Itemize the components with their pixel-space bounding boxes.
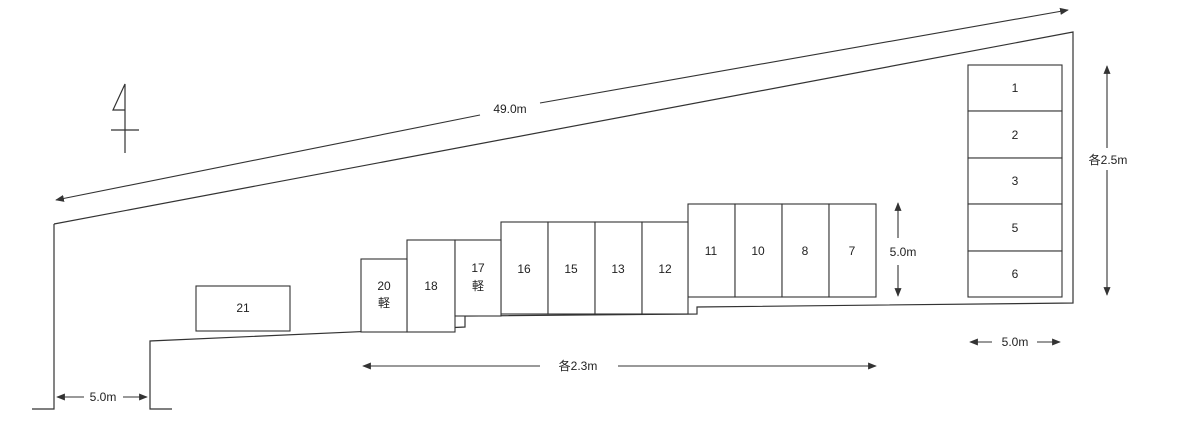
- space-width-dimension: 各2.3m: [362, 358, 877, 373]
- parking-space-3: [967, 157, 1063, 205]
- parking-space-17-kei-label: 軽: [472, 279, 484, 293]
- parking-space-6-label: 6: [1012, 267, 1019, 281]
- parking-space-10: [734, 203, 783, 298]
- lot-outline-left-edge: [32, 224, 55, 410]
- parking-space-6: [967, 250, 1063, 298]
- parking-space-21: [195, 285, 291, 332]
- parking-space-16: [500, 221, 549, 315]
- parking-space-11: [687, 203, 736, 298]
- parking-space-17-label: 17: [471, 261, 485, 275]
- parking-space-20-kei-label: 軽: [378, 296, 390, 310]
- diagonal-dimension: 49.0m: [55, 7, 1069, 202]
- parking-space-2-label: 2: [1012, 128, 1019, 142]
- parking-space-12-label: 12: [658, 262, 672, 276]
- parking-space-15-label: 15: [564, 262, 578, 276]
- parking-space-8: [781, 203, 830, 298]
- parking-space-5-label: 5: [1012, 221, 1019, 235]
- parking-space-16-label: 16: [517, 262, 531, 276]
- diagonal-dimension-label: 49.0m: [493, 102, 526, 116]
- bottom-parking-row: 11 10 8 7 16 15 13 12 18 17 軽 20 軽 21: [195, 203, 877, 333]
- north-arrow-icon: [111, 83, 139, 153]
- parking-space-15: [547, 221, 596, 315]
- entrance-dimension: 5.0m: [56, 390, 148, 404]
- parking-space-17: [454, 239, 502, 317]
- parking-space-13-label: 13: [611, 262, 625, 276]
- parking-space-5: [967, 203, 1063, 252]
- parking-space-18: [406, 239, 456, 333]
- parking-space-13: [594, 221, 643, 315]
- parking-space-7-label: 7: [849, 244, 856, 258]
- right-parking-column: 1 2 3 5 6: [967, 64, 1063, 298]
- parking-space-21-label: 21: [236, 301, 250, 315]
- space-depth-dimension: 5.0m: [890, 202, 917, 297]
- right-width-dimension: 各2.5m: [1089, 65, 1128, 296]
- parking-space-7: [828, 203, 877, 298]
- space-depth-dimension-label: 5.0m: [890, 245, 917, 259]
- parking-space-10-label: 10: [751, 244, 765, 258]
- space-width-dimension-label: 各2.3m: [559, 358, 598, 373]
- parking-space-1-label: 1: [1012, 81, 1019, 95]
- right-width-dimension-label: 各2.5m: [1089, 152, 1128, 167]
- lot-outline: [53, 31, 1074, 410]
- parking-space-11-label: 11: [705, 244, 718, 258]
- parking-space-20: [360, 258, 408, 333]
- entrance-dimension-label: 5.0m: [90, 390, 117, 404]
- right-depth-dimension-label: 5.0m: [1002, 335, 1029, 349]
- parking-space-18-label: 18: [424, 279, 438, 293]
- right-depth-dimension: 5.0m: [969, 335, 1061, 349]
- parking-space-1: [967, 64, 1063, 112]
- parking-space-8-label: 8: [802, 244, 809, 258]
- parking-space-12: [641, 221, 689, 315]
- parking-space-2: [967, 110, 1063, 159]
- parking-space-3-label: 3: [1012, 174, 1019, 188]
- parking-space-20-label: 20: [377, 279, 391, 293]
